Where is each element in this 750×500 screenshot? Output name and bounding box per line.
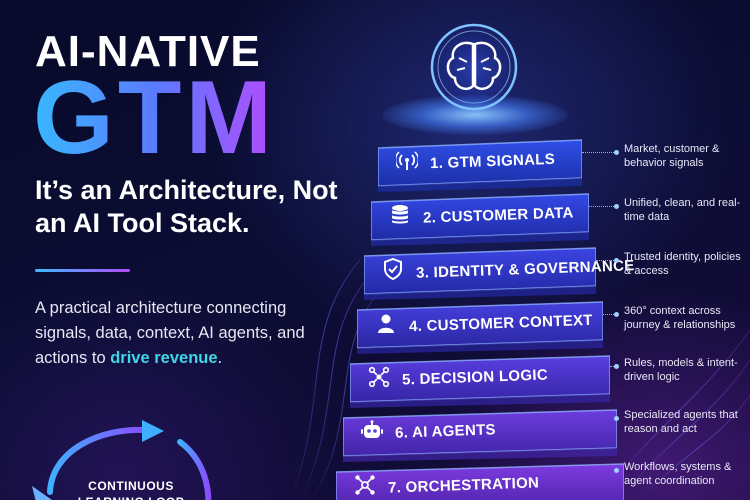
person-icon — [375, 312, 397, 334]
stack-layer: 7. ORCHESTRATION — [336, 462, 624, 500]
description-highlight: drive revenue — [110, 349, 218, 367]
layer-description: Trusted identity, policies & access — [624, 251, 741, 277]
layer-description: Specialized agents that reason and act — [624, 409, 738, 435]
layer-description: Workflows, systems & agent coordination — [624, 461, 732, 487]
layer-slab — [350, 355, 610, 408]
connector-dot — [614, 416, 619, 421]
description-text: A practical architecture connecting sign… — [35, 299, 305, 367]
layer-slab — [371, 193, 589, 246]
shield-icon — [382, 257, 404, 281]
layer-slab — [336, 463, 624, 500]
stack-layer: 6. AI AGENTS — [343, 408, 617, 462]
layer-label: 6. AI AGENTS — [394, 421, 497, 442]
connector-dot — [614, 204, 619, 209]
stack-layer: 4. CUSTOMER CONTEXT — [357, 300, 603, 354]
description: A practical architecture connecting sign… — [35, 296, 335, 371]
connector-line — [589, 206, 618, 207]
description-end: . — [217, 349, 223, 367]
stack-layer: 5. DECISION LOGIC — [350, 354, 610, 408]
stack-layer: 3. IDENTITY & GOVERNANCE — [364, 246, 635, 300]
divider — [35, 269, 130, 272]
layer-slab — [378, 139, 582, 192]
workflow-icon — [354, 474, 376, 496]
robot-icon — [361, 420, 383, 442]
layer-description: 360° context across journey & relationsh… — [624, 305, 736, 331]
connector-dot — [614, 468, 619, 473]
layer-description: Rules, models & intent-driven logic — [624, 357, 738, 383]
stack-layer: 1. GTM SIGNALS — [378, 138, 582, 192]
connector-line — [596, 260, 618, 261]
signal-icon — [394, 150, 420, 172]
loop-label: CONTINUOUS LEARNING LOOP — [78, 479, 184, 500]
subtitle: It’s an Architecture, Not an AI Tool Sta… — [35, 175, 338, 238]
layer-description: Market, customer & behavior signals — [624, 143, 720, 169]
brain-icon — [430, 23, 518, 111]
connector-dot — [614, 258, 619, 263]
network-icon — [368, 366, 390, 388]
layer-description: Unified, clean, and real-time data — [624, 197, 741, 223]
loop-arrows-icon — [32, 420, 212, 500]
layer-slab — [364, 247, 596, 300]
database-icon — [389, 204, 411, 226]
connector-dot — [614, 312, 619, 317]
connector-line — [603, 314, 618, 315]
connector-dot — [614, 364, 619, 369]
kicker-title: AI-NATIVE — [35, 27, 261, 76]
stack-layer: 2. CUSTOMER DATA — [371, 192, 589, 246]
layer-slab — [343, 409, 617, 462]
headline: GTM — [33, 60, 277, 176]
connector-dot — [614, 150, 619, 155]
connector-line — [582, 152, 618, 153]
layer-slab — [357, 301, 603, 354]
